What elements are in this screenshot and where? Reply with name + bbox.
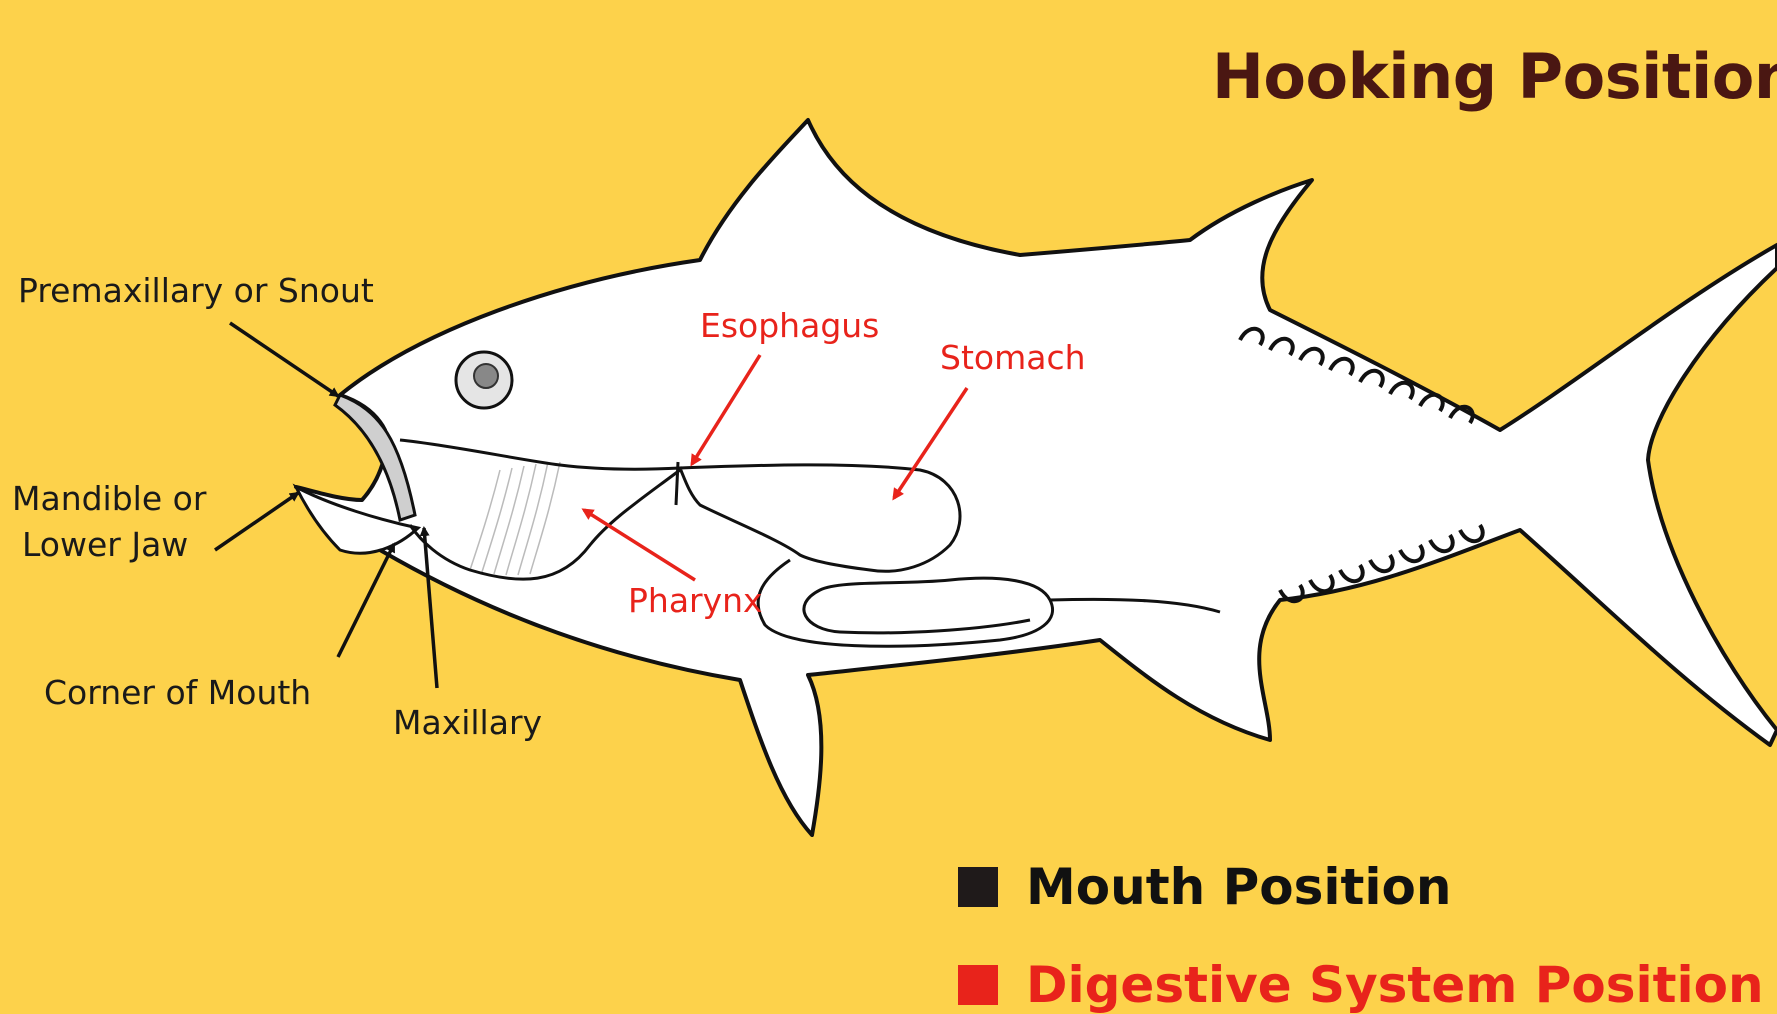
premaxillary-arrow [230, 323, 338, 396]
mandible-arrow [215, 493, 298, 550]
label-maxillary: Maxillary [393, 700, 542, 746]
label-pharynx: Pharynx [628, 578, 763, 624]
corner-arrow [338, 544, 394, 657]
legend-item-digestive: Digestive System Position [958, 956, 1764, 1014]
label-premaxillary: Premaxillary or Snout [18, 268, 374, 314]
page-title: Hooking Position [1212, 40, 1777, 113]
legend-item-mouth: Mouth Position [958, 858, 1452, 916]
legend-swatch-mouth [958, 867, 998, 907]
label-stomach: Stomach [940, 335, 1086, 381]
legend-swatch-digestive [958, 965, 998, 1005]
legend-label-digestive: Digestive System Position [1026, 956, 1764, 1014]
label-mandible-line2: Lower Jaw [22, 522, 188, 568]
legend-label-mouth: Mouth Position [1026, 858, 1452, 916]
label-esophagus: Esophagus [700, 303, 879, 349]
label-corner-of-mouth: Corner of Mouth [44, 670, 311, 716]
label-mandible-line1: Mandible or [12, 476, 206, 522]
